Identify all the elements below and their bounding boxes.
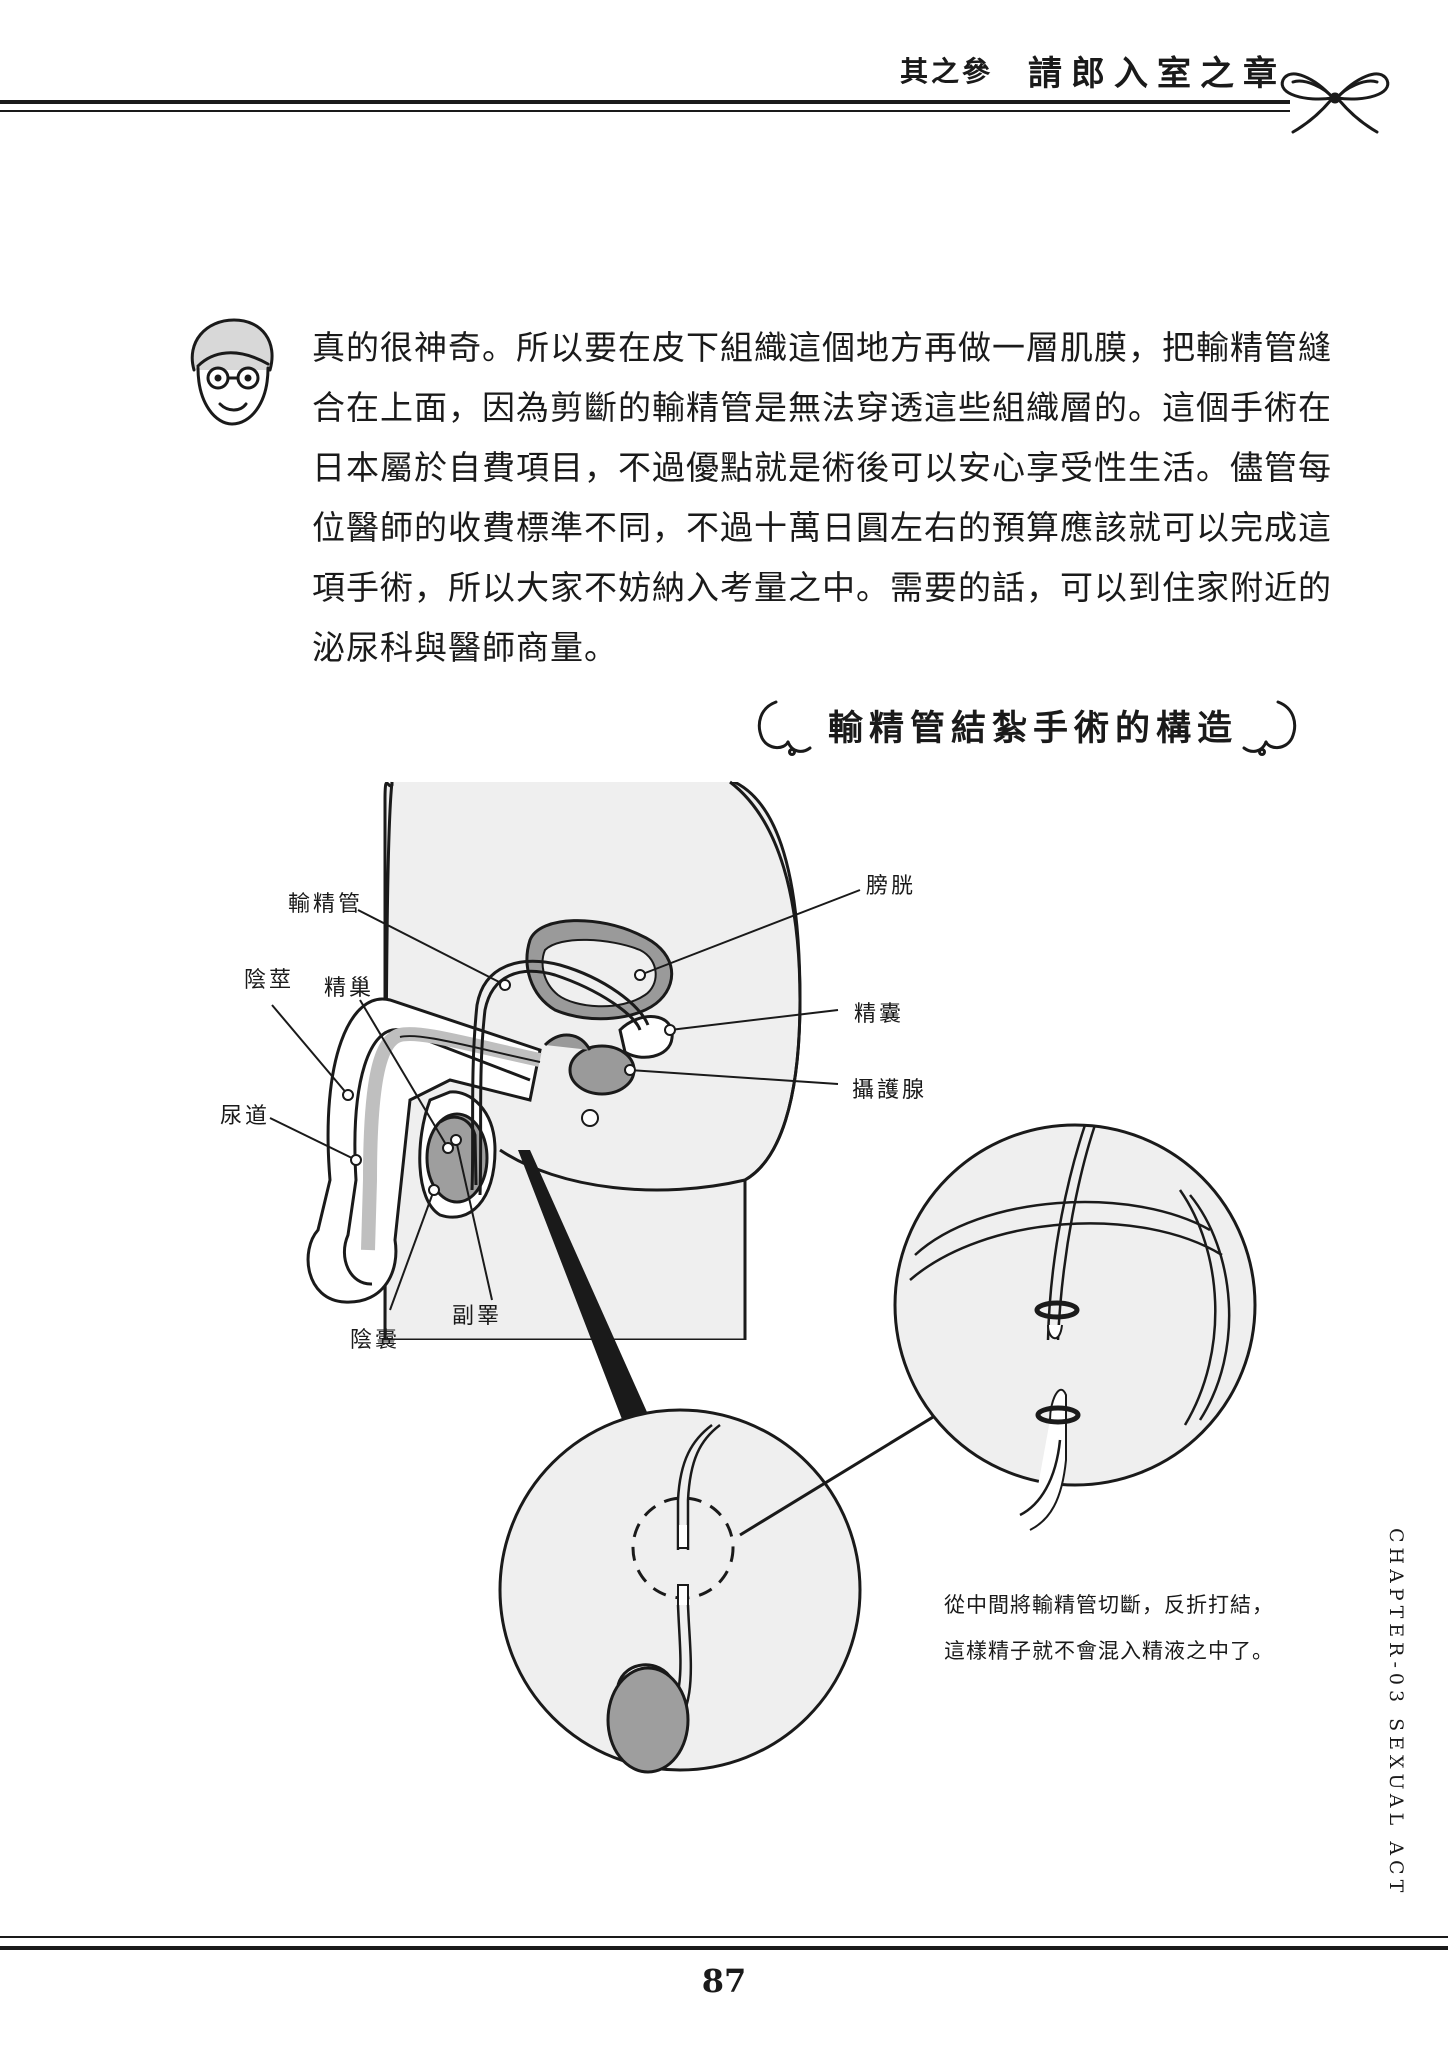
magnified-circle-right xyxy=(893,1123,1257,1531)
label-leaders xyxy=(269,889,861,1311)
label-bladder: 膀胱 xyxy=(866,874,917,899)
chapter-title: 請郎入室之章 xyxy=(1028,54,1286,94)
doctor-avatar-icon xyxy=(190,318,274,426)
label-epididymis: 副睪 xyxy=(452,1304,503,1329)
label-scrotum: 陰囊 xyxy=(350,1328,401,1353)
label-vas-deferens: 輸精管 xyxy=(288,892,364,917)
label-prostate: 攝護腺 xyxy=(852,1078,928,1103)
left-curly-bracket-icon xyxy=(757,700,812,756)
caption-line: 這樣精子就不會混入精液之中了。 xyxy=(944,1639,1274,1663)
chapter-label: 其之參 xyxy=(900,55,994,88)
body-line: 項手術，所以大家不妨納入考量之中。需要的話，可以到住家附近的 xyxy=(312,568,1332,607)
label-urethra: 尿道 xyxy=(220,1104,271,1129)
magnified-circle-left xyxy=(498,1408,862,1774)
right-curly-bracket-icon xyxy=(1242,700,1297,756)
ribbon-bow-icon xyxy=(1280,72,1390,134)
page-number: 87 xyxy=(701,1962,747,2000)
seminal-vesicle xyxy=(618,1015,674,1059)
body-line: 泌尿科與醫師商量。 xyxy=(312,628,618,667)
label-testis: 精巢 xyxy=(324,976,375,1001)
section-title: 輸精管結紮手術的構造 xyxy=(828,709,1239,749)
footer-rule-thin xyxy=(0,1936,1448,1938)
diagram-caption: 從中間將輸精管切斷，反折打結， 這樣精子就不會混入精液之中了。 xyxy=(944,1582,1274,1674)
header-rule-thin xyxy=(0,110,1290,112)
body-paragraph: 真的很神奇。所以要在皮下組織這個地方再做一層肌膜，把輸精管縫 合在上面，因為剪斷… xyxy=(312,318,1332,678)
label-seminal-vesicle: 精囊 xyxy=(854,1002,905,1027)
body-line: 日本屬於自費項目，不過優點就是術後可以安心享受性生活。儘管每 xyxy=(312,448,1332,487)
side-chapter-label: CHAPTER-03 SEXUAL ACT xyxy=(1385,1528,1407,1898)
header-rule-thick xyxy=(0,100,1290,104)
zoom-pointer xyxy=(518,1150,655,1440)
caption-line: 從中間將輸精管切斷，反折打結， xyxy=(944,1593,1274,1617)
body-line: 真的很神奇。所以要在皮下組織這個地方再做一層肌膜，把輸精管縫 xyxy=(312,328,1332,367)
body-line: 位醫師的收費標準不同，不過十萬日圓左右的預算應該就可以完成這 xyxy=(312,508,1332,547)
body-line: 合在上面，因為剪斷的輸精管是無法穿透這些組織層的。這個手術在 xyxy=(312,388,1332,427)
prostate xyxy=(543,1033,636,1127)
footer-rule-thick xyxy=(0,1946,1448,1950)
bladder xyxy=(525,919,674,1021)
label-penis: 陰莖 xyxy=(244,968,295,993)
